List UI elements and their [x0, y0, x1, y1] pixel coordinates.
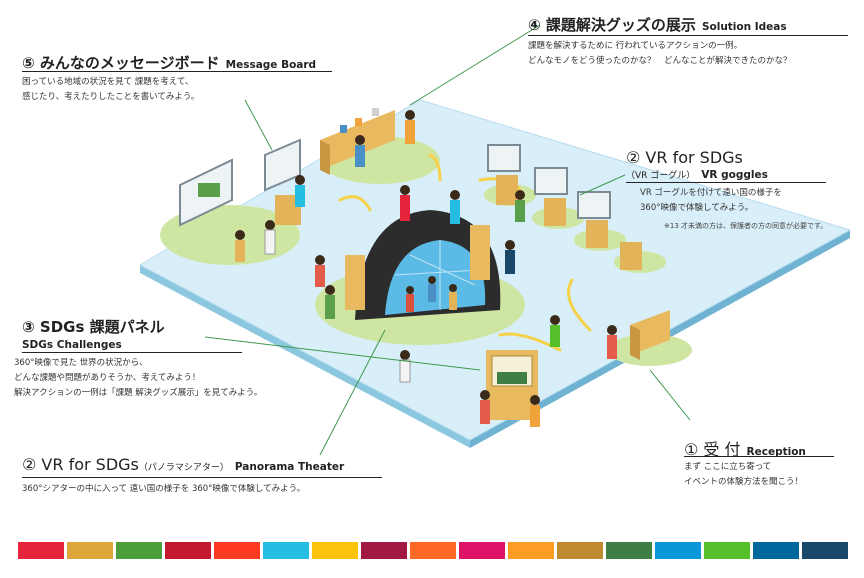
title-underline: [22, 477, 382, 478]
title-jp: ② VR for SDGs: [626, 148, 743, 167]
desc-line: どんなモノをどう使ったのかな？ どんなことが解決できたのかな？: [528, 56, 792, 66]
sdg-color-block: [459, 542, 505, 559]
sdg-color-block: [704, 542, 750, 559]
desc-line: まず ここに立ち寄って: [684, 462, 772, 472]
sdg-color-block: [802, 542, 848, 559]
title-underline: [22, 352, 242, 353]
desc-line: 360°映像で体験してみよう。: [640, 203, 754, 213]
sdgs-panel-section: ③ SDGs 課題パネル SDGs Challenges: [22, 316, 165, 351]
leader-sdgs-panel: [204, 336, 481, 371]
solution-ideas-desc: 課題を解決するために 行われているアクションの一例。 どんなモノをどう使ったのか…: [528, 39, 792, 69]
sdgs-panel-stand: [486, 350, 538, 420]
title-en: Solution Ideas: [701, 21, 787, 33]
sdg-color-block: [116, 542, 162, 559]
title-jp: ④ 課題解決グッズの展示: [528, 16, 696, 34]
sdg-color-block: [18, 542, 64, 559]
title-underline: [684, 456, 834, 457]
desc-line: どんな課題や問題がありそうか、考えてみよう！: [14, 373, 201, 383]
sdg-color-block: [557, 542, 603, 559]
sdg-color-block: [753, 542, 799, 559]
title-en: Reception: [746, 446, 806, 458]
title-underline: [22, 71, 332, 72]
leader-solution: [409, 24, 541, 106]
message-board-desc: 困っている地域の状況を見て 課題を考えて、 感じたり、考えたりしたことを書いてみ…: [22, 75, 199, 105]
leader-message-board: [244, 99, 273, 151]
title-en: VR goggles: [701, 169, 768, 181]
reception-section: ① 受 付 Reception: [684, 436, 806, 460]
title-jp: ① 受 付: [684, 440, 741, 459]
title-en: Message Board: [225, 59, 317, 71]
zone-reception: [608, 334, 692, 366]
sdg-color-block: [165, 542, 211, 559]
sub-jp: （パノラマシアター）: [138, 463, 229, 473]
reception-desc: まず ここに立ち寄って イベントの体験方法を聞こう！: [684, 460, 803, 490]
visitors: [235, 110, 617, 427]
sdg-color-block: [312, 542, 358, 559]
desc-line: 感じたり、考えたりしたことを書いてみよう。: [22, 92, 200, 102]
title-jp: ② VR for SDGs: [22, 455, 139, 474]
title-en: SDGs Challenges: [22, 339, 122, 351]
sdg-color-block: [410, 542, 456, 559]
desc-line: VR ゴーグルを付けて遠い国の様子を: [640, 188, 782, 198]
section-title: ⑤ みんなのメッセージボード Message Board: [22, 52, 316, 73]
solution-ideas-section: ④ 課題解決グッズの展示 Solution Ideas: [528, 14, 787, 35]
desc-line: イベントの体験方法を聞こう！: [684, 477, 804, 487]
sdg-color-block: [655, 542, 701, 559]
vr-goggles-desc: VR ゴーグルを付けて遠い国の様子を 360°映像で体験してみよう。: [640, 186, 782, 216]
message-board-screens: [179, 138, 301, 227]
sdg-color-block: [263, 542, 309, 559]
sdg-color-block: [361, 542, 407, 559]
leader-vr-goggles: [579, 174, 626, 196]
title-jp: ⑤ みんなのメッセージボード: [22, 54, 220, 72]
section-title: ① 受 付 Reception: [684, 436, 806, 460]
sub-jp: （VR ゴーグル）: [626, 171, 696, 181]
sdg-color-block: [67, 542, 113, 559]
floor-side: [140, 265, 470, 448]
sdg-color-block: [606, 542, 652, 559]
desc-line: 課題を解決するために 行われているアクションの一例。: [528, 41, 743, 51]
panorama-section: ② VR for SDGs（パノラマシアター） Panorama Theater: [22, 455, 344, 474]
panorama-desc: 360°シアターの中に入って 遠い国の様子を 360°映像で体験してみよう。: [22, 484, 306, 494]
sdg-color-block: [214, 542, 260, 559]
vr-kiosks: [487, 144, 642, 270]
age-note: ※13 才未満の方は、保護者の方の同意が必要です。: [664, 222, 828, 230]
sdg-color-block: [508, 542, 554, 559]
sdgs-panel-desc: 360°映像で見た 世界の状況から、 どんな課題や問題がありそうか、考えてみよう…: [14, 356, 262, 401]
message-board-section: ⑤ みんなのメッセージボード Message Board: [22, 52, 316, 73]
title-jp: ③ SDGs 課題パネル: [22, 318, 165, 336]
desc-line: 360°映像で見た 世界の状況から、: [14, 358, 148, 368]
section-title: ④ 課題解決グッズの展示 Solution Ideas: [528, 14, 787, 35]
desc-line: 解決アクションの一例は「課題 解決グッズ展示」を見てみよう。: [14, 388, 263, 398]
title-en: Panorama Theater: [234, 461, 345, 473]
reception-desk: [630, 310, 670, 360]
desc-line: 困っている地域の状況を見て 課題を考えて、: [22, 77, 194, 87]
vr-goggles-section: ② VR for SDGs （VR ゴーグル） VR goggles: [626, 148, 768, 181]
leader-panorama: [319, 329, 386, 456]
title-underline: [626, 182, 826, 183]
leader-reception: [649, 369, 691, 421]
title-underline: [528, 35, 848, 36]
